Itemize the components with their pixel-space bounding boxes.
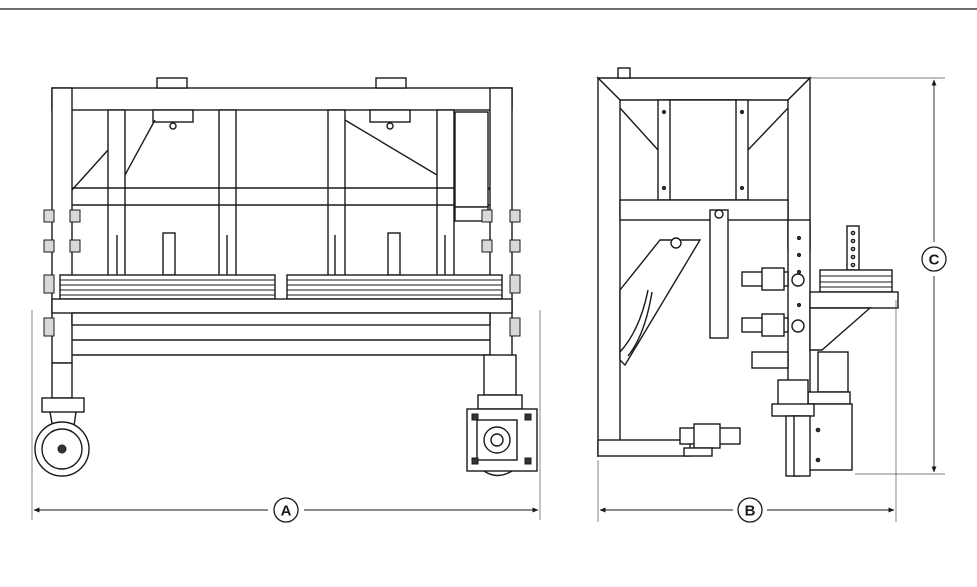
caster-wheel-left bbox=[34, 362, 90, 477]
dimension-a: A bbox=[33, 497, 539, 523]
dimension-b: B bbox=[599, 497, 895, 523]
side-view bbox=[596, 67, 945, 522]
dimension-label-c: C bbox=[929, 252, 940, 269]
dimension-label-b: B bbox=[745, 503, 756, 520]
counterweight-stack-left bbox=[59, 274, 276, 300]
counterweight-stack-right bbox=[286, 274, 503, 300]
dimension-c: C bbox=[921, 79, 947, 473]
dimension-label-a: A bbox=[281, 503, 292, 520]
front-view bbox=[31, 77, 541, 520]
drive-unit-front bbox=[466, 354, 538, 477]
